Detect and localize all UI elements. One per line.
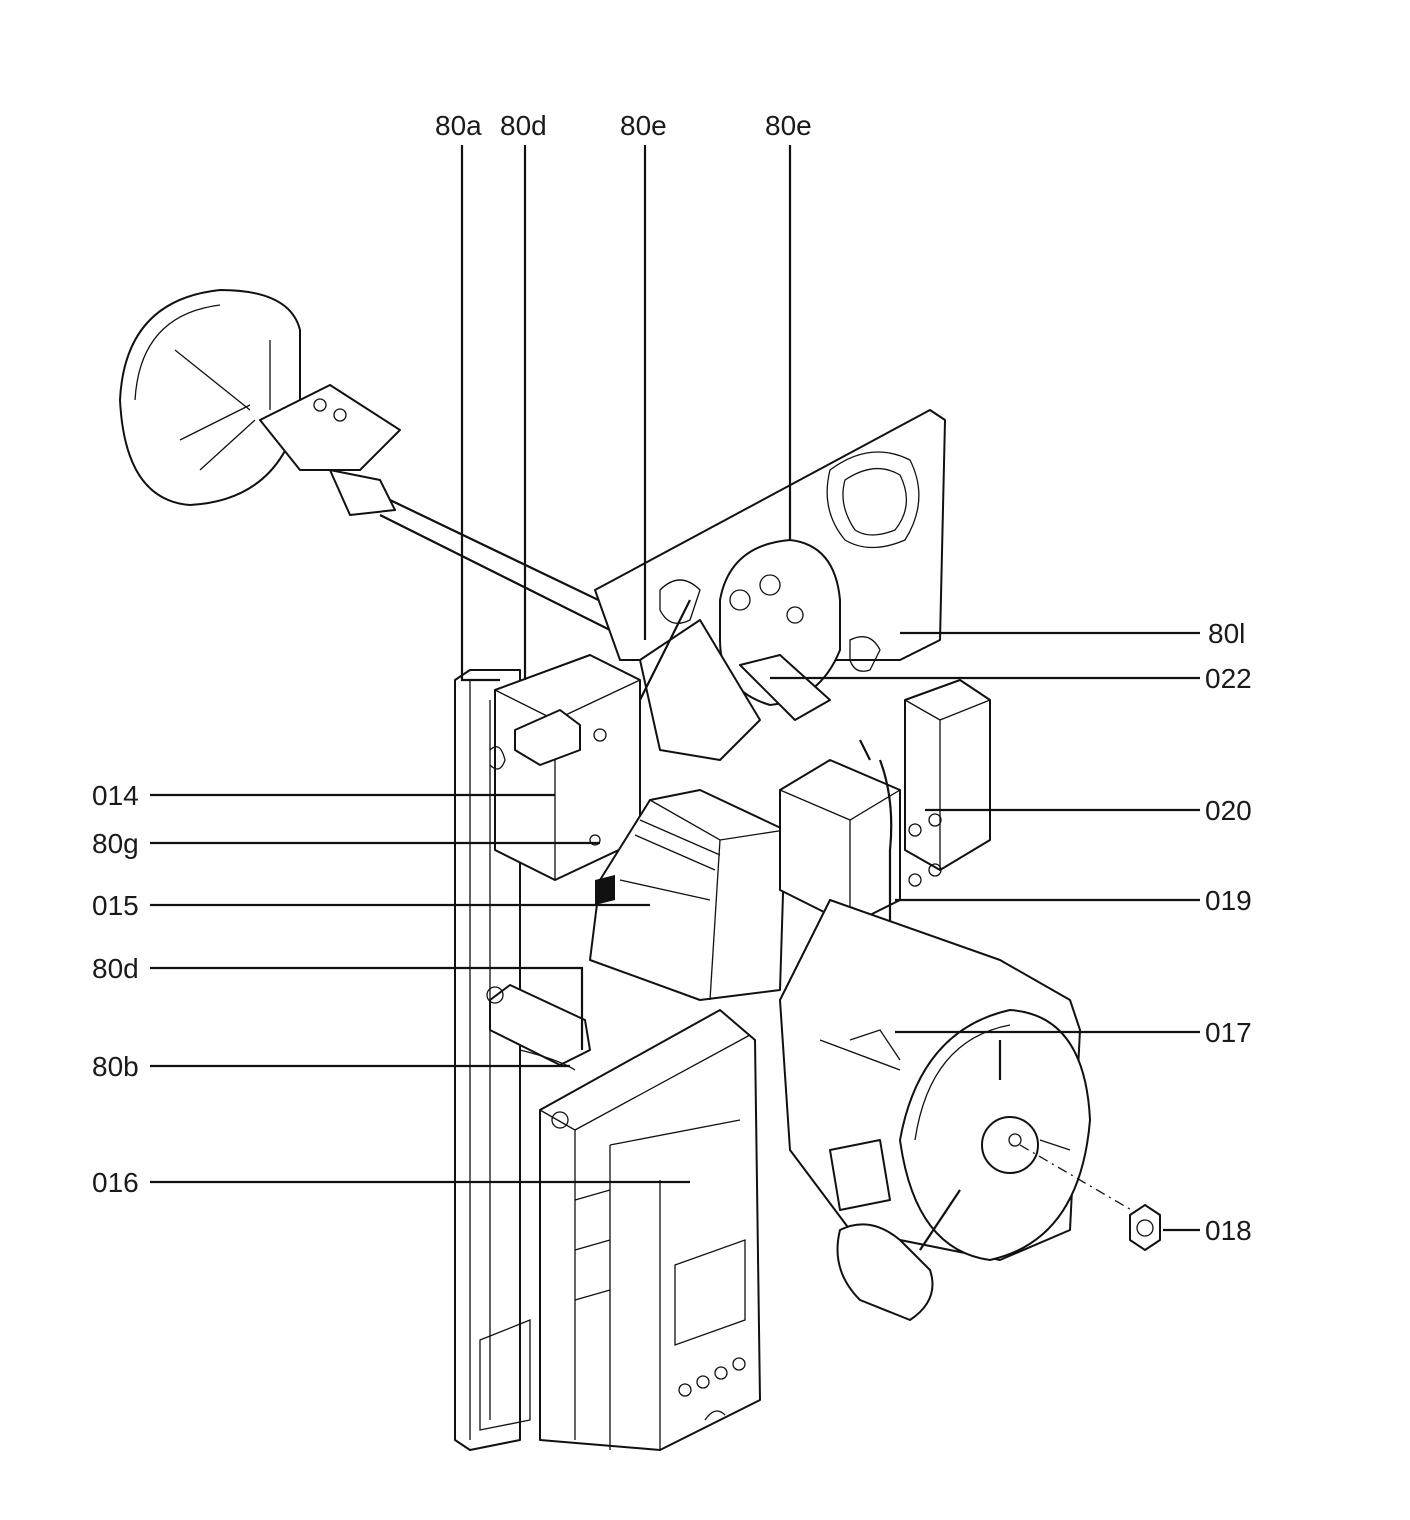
- cable-019: [878, 759, 893, 950]
- control-box-016: [539, 1009, 761, 1451]
- label-80d-top: 80d: [500, 110, 547, 141]
- spindle-connector: [739, 654, 831, 721]
- label-020: 020: [1205, 795, 1252, 826]
- mounting-plate: [594, 409, 946, 661]
- leader-80d-lower: [150, 966, 584, 1050]
- label-019: 019: [1205, 885, 1252, 916]
- vertical-rail: [454, 669, 531, 1451]
- leader-80a: [460, 145, 500, 682]
- label-80b: 80b: [92, 1051, 139, 1082]
- ignition-transformer: [489, 654, 641, 881]
- label-80e-left: 80e: [620, 110, 667, 141]
- assembly-line-art: [119, 289, 1161, 1451]
- leader-lines: [150, 145, 1200, 1232]
- callout-labels: 80a 80d 80e 80e 014 80g 015 80d 80b 016 …: [92, 110, 1252, 1246]
- label-015: 015: [92, 890, 139, 921]
- label-014: 014: [92, 780, 139, 811]
- label-80d-lower: 80d: [92, 953, 139, 984]
- label-017: 017: [1205, 1017, 1252, 1048]
- label-80a: 80a: [435, 110, 482, 141]
- linkage-bracket: [639, 619, 761, 761]
- label-80g: 80g: [92, 828, 139, 859]
- screw-018: [1129, 1204, 1161, 1251]
- solenoid-valve-020: [779, 679, 991, 926]
- label-80l: 80l: [1208, 618, 1245, 649]
- control-unit-015: [589, 789, 786, 1001]
- screw-axis: [1019, 1144, 1141, 1216]
- actuator-80b: [486, 984, 591, 1071]
- burner-head: [119, 289, 641, 641]
- label-016: 016: [92, 1167, 139, 1198]
- label-80e-right: 80e: [765, 110, 812, 141]
- label-018: 018: [1205, 1215, 1252, 1246]
- label-022: 022: [1205, 663, 1252, 694]
- motor-017: [779, 899, 1091, 1321]
